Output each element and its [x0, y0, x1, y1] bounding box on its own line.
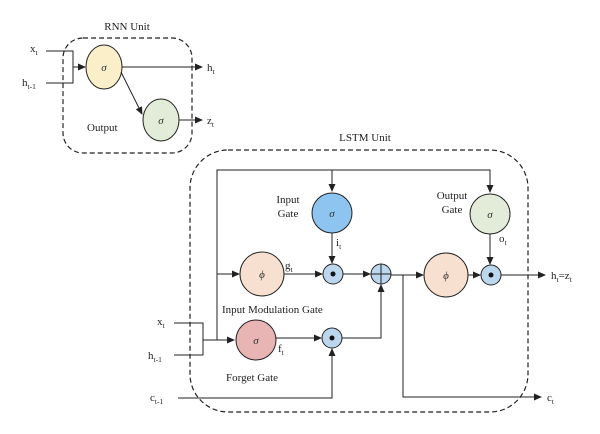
- ft-label: ft: [278, 343, 285, 357]
- lstm-boundary: [189, 149, 529, 413]
- rnn-input-x: xt: [30, 43, 39, 57]
- forget-gate-symbol: σ: [253, 335, 259, 347]
- lstm-input-x: xt: [157, 316, 166, 330]
- input-gate-label-2: Gate: [278, 208, 299, 220]
- lstm-input-bracket: [174, 322, 204, 356]
- rnn-diagonal-arrow: [120, 71, 143, 115]
- ht-label: ht=zt: [551, 270, 573, 284]
- forget-gate-node: [235, 319, 277, 361]
- lstm-input-c: ct-1: [150, 392, 163, 406]
- lstm-input-h: ht-1: [148, 350, 162, 364]
- rnn-title: RNN Unit: [104, 21, 150, 33]
- lstm-unit: LSTM Unit xt ht-1 ct-1 Input Gate σ it ϕ…: [148, 132, 573, 413]
- rnn-output-label: Output: [87, 122, 118, 134]
- it-label: it: [336, 237, 342, 251]
- modulation-gate-symbol: ϕ: [259, 269, 265, 281]
- rnn-hidden-symbol: σ: [101, 62, 107, 74]
- output-gate-symbol: σ: [487, 209, 493, 221]
- forget-gate-label: Forget Gate: [226, 372, 278, 384]
- rnn-output-h: ht: [207, 62, 216, 76]
- multiply-dot-icon: [488, 272, 494, 278]
- output-gate-label-2: Gate: [442, 204, 463, 216]
- rnn-boundary: [62, 37, 193, 154]
- rnn-output-symbol: σ: [158, 115, 164, 127]
- input-bus-top: [216, 169, 494, 340]
- rnn-output-z: zt: [207, 115, 215, 129]
- ct-label: ct: [547, 392, 555, 406]
- rnn-input-bracket: [46, 50, 74, 84]
- multiply-dot-icon: [330, 271, 336, 277]
- gt-label: gt: [285, 260, 294, 274]
- forget-product-arrow: [342, 284, 385, 339]
- cell-activation-symbol: ϕ: [443, 270, 449, 282]
- lstm-title: LSTM Unit: [339, 132, 391, 144]
- rnn-input-h: ht-1: [22, 77, 36, 91]
- plus-icon: [371, 264, 391, 284]
- input-gate-symbol: σ: [329, 208, 335, 220]
- ot-label: ot: [499, 233, 508, 247]
- rnn-unit: RNN Unit xt ht-1 σ ht σ zt Output: [22, 21, 216, 154]
- modulation-gate-label: Input Modulation Gate: [222, 304, 323, 316]
- ct-output-arrow: [402, 275, 542, 401]
- output-gate-label-1: Output: [437, 190, 468, 202]
- input-gate-label-1: Input: [276, 194, 299, 206]
- ct-1-arrow: [178, 348, 336, 399]
- multiply-dot-icon: [329, 335, 335, 341]
